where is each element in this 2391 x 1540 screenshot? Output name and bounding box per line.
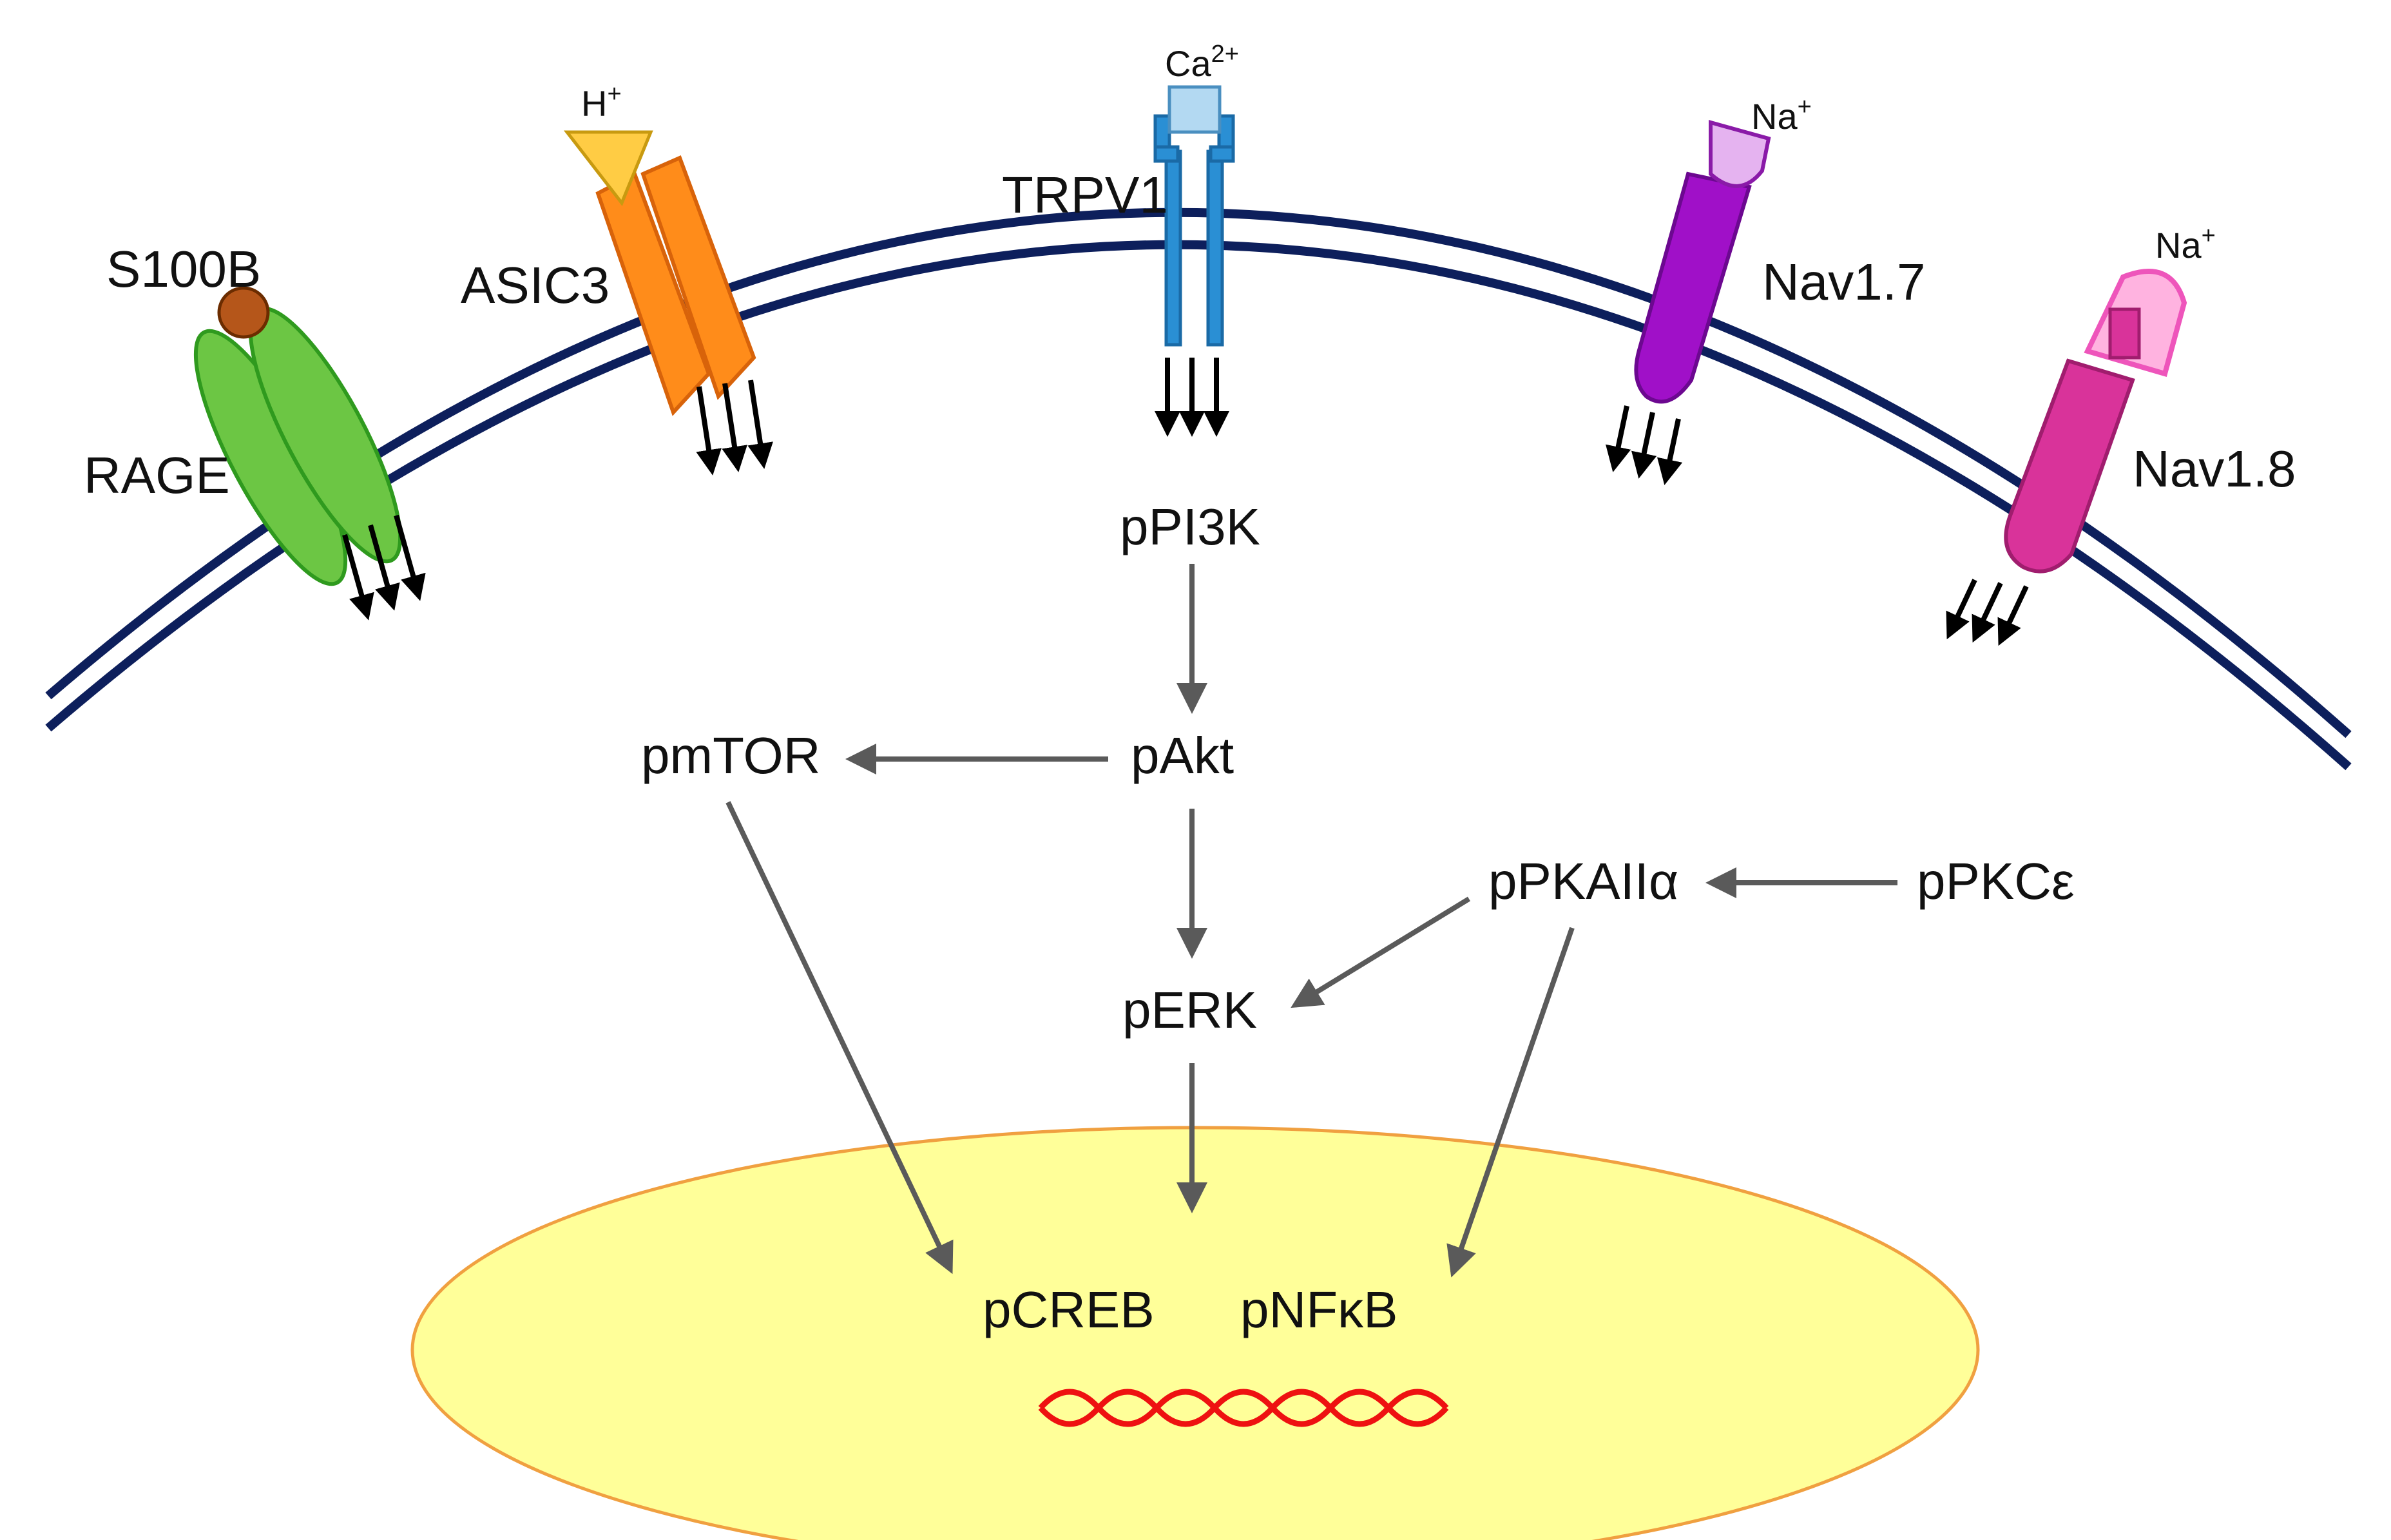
nav17-label: Nav1.7 [1762, 253, 1925, 311]
nav18-channel [1946, 269, 2187, 646]
sodium17-charge: + [1798, 93, 1812, 120]
trpv1-stem-left [1164, 149, 1182, 347]
sodium18-label: Na+ [2155, 222, 2216, 265]
trpv1-flux-arrows [1155, 358, 1229, 437]
pmtor-node: pmTOR [641, 727, 821, 784]
calcium-symbol: Ca [1165, 43, 1211, 84]
nav17-flux-arrows [1606, 405, 1683, 485]
nucleus-body [410, 1126, 1980, 1540]
calcium-label: Ca2+ [1165, 41, 1239, 84]
nucleus: pCREB pNFκB [410, 1126, 1980, 1540]
nav18-body [2004, 358, 2135, 573]
membrane-inner [45, 240, 2352, 771]
asic3-flux-arrows [696, 380, 773, 476]
nav18-label: Nav1.8 [2133, 440, 2296, 497]
calcium-ion-icon [1167, 85, 1222, 134]
rage-label: RAGE [84, 447, 230, 504]
nav17-channel [1606, 120, 1771, 485]
perk-node: pERK [1122, 981, 1257, 1039]
membrane-outer [45, 207, 2352, 738]
nav17-pore [1709, 120, 1771, 188]
cell-membrane [45, 207, 2352, 771]
pcreb-label: pCREB [983, 1281, 1155, 1338]
trpv1-stem-right [1206, 149, 1224, 347]
sodium17-label: Na+ [1751, 93, 1812, 137]
ppi3k-node: pPI3K [1120, 498, 1260, 555]
nav18-plug [2108, 307, 2141, 360]
nav18-flux-arrows [1946, 579, 2029, 646]
arrow-ppkaiia-to-nucleus [1446, 927, 1575, 1278]
proton-symbol: H [581, 83, 607, 124]
s100b-ligand-icon [217, 286, 270, 339]
dna-helix-icon [1038, 1389, 1449, 1427]
arrow-ppkaiia-to-perk [1291, 896, 1471, 1008]
calcium-charge: 2+ [1211, 41, 1239, 68]
arrow-pmtor-to-nucleus [725, 801, 954, 1275]
rage-flux-arrows [342, 514, 426, 621]
proton-ligand-icon [563, 130, 653, 206]
nav17-body [1634, 171, 1752, 404]
pnfkb-label: pNFκB [1240, 1281, 1398, 1338]
pakt-node: pAkt [1131, 727, 1234, 784]
pathway-arrows [725, 564, 1897, 1278]
trpv1-cross-right [1209, 145, 1235, 163]
asic3-receptor [563, 130, 773, 476]
ppkce-node: pPKCε [1917, 852, 2075, 910]
ppkaiia-node: pPKAIIα [1488, 852, 1678, 910]
sodium18-charge: + [2202, 222, 2216, 249]
sodium17-symbol: Na [1751, 96, 1798, 137]
rage-receptor [193, 286, 426, 621]
proton-label: H+ [581, 81, 622, 124]
sodium18-symbol: Na [2155, 225, 2202, 265]
trpv1-cross-left [1153, 145, 1180, 163]
proton-charge: + [607, 81, 621, 108]
trpv1-receptor [1153, 114, 1235, 347]
trpv1-label: TRPV1 [1002, 166, 1168, 224]
asic3-subunit-right [640, 155, 756, 400]
asic3-label: ASIC3 [461, 256, 610, 314]
s100b-label: S100B [106, 240, 261, 298]
